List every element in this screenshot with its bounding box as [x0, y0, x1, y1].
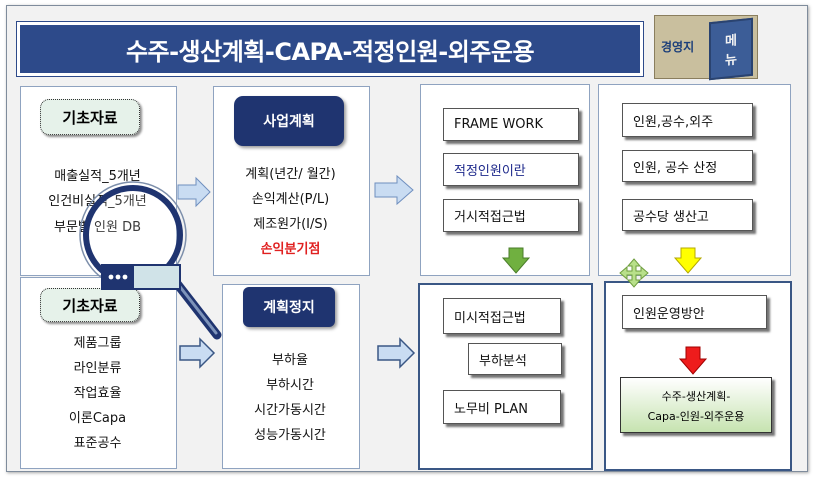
col2-bottom-item-4: 성능가동시간 — [254, 428, 326, 443]
staff-hours-outsource-box: 인원,공수,외주 — [622, 103, 753, 137]
col1-bottom-item-4: 이론Capa — [68, 411, 127, 426]
col1-bottom-item-3: 작업효율 — [73, 386, 122, 401]
col1-top-item-1: 매출실적_5개년 — [54, 169, 141, 184]
col1-bottom-item-2: 라인분류 — [73, 361, 122, 376]
plan-stop-tag: 계획정지 — [243, 287, 335, 327]
arrow-right-icon-4 — [377, 337, 416, 369]
macro-approach-box: 거시적접근법 — [443, 199, 579, 232]
col1-top-item-3: 부문별 인원 DB — [54, 220, 141, 235]
arrow-right-icon-1 — [177, 176, 211, 208]
col2-top-item-2: 손익계산(P/L) — [251, 192, 330, 207]
optimal-staff-box: 적정인원이란 — [443, 153, 579, 186]
staff-operation-box: 인원운영방안 — [622, 295, 767, 329]
staff-hours-calc-box: 인원, 공수 산정 — [622, 150, 753, 182]
menu-left-text: 경영지 — [661, 40, 695, 54]
final-result-box: 수주-생산계획- Capa-인원-외주운용 — [620, 377, 772, 433]
labor-cost-plan-box: 노무비 PLAN — [443, 390, 561, 424]
col1-bottom-item-5: 표준공수 — [73, 436, 122, 451]
menu-button[interactable]: 경영지 메 뉴 — [654, 15, 758, 81]
micro-approach-box: 미시적접근법 — [443, 298, 561, 334]
col2-bottom-item-1: 부하율 — [272, 353, 308, 368]
load-analysis-box: 부하분석 — [468, 343, 562, 375]
base-data-tag-1: 기초자료 — [40, 99, 140, 135]
col2-bottom-item-2: 부하시간 — [266, 378, 314, 393]
four-way-arrow-icon — [619, 258, 649, 288]
arrow-right-icon-3 — [179, 337, 216, 369]
base-data-tag-2: 기초자료 — [40, 288, 140, 322]
col2-top-item-4: 손익분기점 — [260, 242, 321, 257]
col1-bottom-item-1: 제품그룹 — [73, 336, 122, 351]
col2-top-item-1: 계획(년간/ 월간) — [245, 167, 336, 182]
col2-top-item-3: 제조원가(I/S) — [253, 217, 328, 232]
output-per-hour-box: 공수당 생산고 — [622, 199, 753, 231]
page-title: 수주-생산계획-CAPA-적정인원-외주운용 — [16, 21, 644, 77]
arrow-down-yellow-icon — [673, 247, 703, 274]
final-result-line-1: 수주-생산계획- — [661, 390, 731, 403]
col2-bottom-item-3: 시간가동시간 — [254, 403, 326, 418]
business-plan-tag: 사업계획 — [234, 96, 344, 146]
arrow-right-icon-2 — [374, 174, 414, 206]
final-result-line-2: Capa-인원-외주운용 — [647, 410, 745, 423]
framework-box: FRAME WORK — [443, 108, 579, 141]
arrow-down-red-icon — [678, 346, 708, 375]
arrow-down-green-icon — [501, 247, 531, 274]
